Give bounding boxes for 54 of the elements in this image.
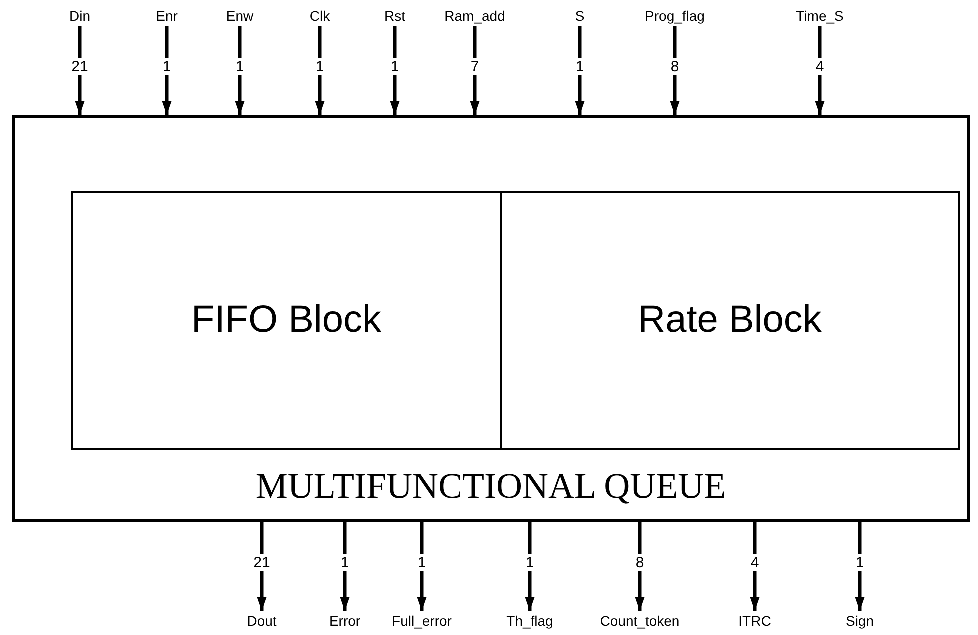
signal-name: Prog_flag bbox=[645, 8, 705, 24]
queue-box bbox=[12, 115, 970, 522]
arrow bbox=[750, 522, 760, 611]
block-label: Rate Block bbox=[638, 299, 822, 342]
arrow bbox=[670, 26, 680, 115]
edge-label: 1 bbox=[416, 554, 428, 571]
block-title: MULTIFUNCTIONAL QUEUE bbox=[256, 465, 726, 507]
arrow bbox=[315, 26, 325, 115]
edge-label: 1 bbox=[524, 554, 536, 571]
signal-name: Th_flag bbox=[506, 613, 554, 629]
edge-label: 1 bbox=[340, 554, 350, 571]
edge-label: 1 bbox=[234, 58, 246, 75]
arrow bbox=[257, 522, 267, 611]
signal-name: S bbox=[575, 8, 585, 24]
signal-name: Enr bbox=[156, 8, 178, 24]
edge-label: 7 bbox=[470, 58, 480, 75]
edge-label: 1 bbox=[574, 58, 586, 75]
signal-name: Sign bbox=[846, 613, 874, 629]
signal-name: ITRC bbox=[738, 613, 772, 629]
edge-label: 1 bbox=[854, 554, 866, 571]
edge-label: 8 bbox=[670, 58, 680, 75]
process-box bbox=[500, 191, 960, 450]
arrow bbox=[162, 26, 172, 115]
signal-name: Error bbox=[329, 613, 361, 629]
arrow bbox=[575, 26, 585, 115]
signal-name: Full_error bbox=[392, 613, 452, 629]
edge-label: 21 bbox=[70, 58, 90, 75]
signal-name: Time_S bbox=[796, 8, 844, 24]
arrow bbox=[390, 26, 400, 115]
edge-label: 4 bbox=[750, 554, 760, 571]
edge-label: 1 bbox=[162, 58, 172, 75]
arrow bbox=[75, 26, 85, 115]
arrow bbox=[815, 26, 825, 115]
signal-name: Rst bbox=[384, 8, 406, 24]
edge-label: 21 bbox=[252, 554, 272, 571]
edge-label: 1 bbox=[314, 58, 326, 75]
signal-name: Count_token bbox=[600, 613, 680, 629]
arrow bbox=[340, 522, 350, 611]
process-box bbox=[71, 191, 502, 450]
arrow bbox=[855, 522, 865, 611]
signal-name: Enw bbox=[226, 8, 254, 24]
arrow bbox=[470, 26, 480, 115]
edge-label: 8 bbox=[634, 554, 646, 571]
arrow bbox=[525, 522, 535, 611]
arrow bbox=[635, 522, 645, 611]
signal-name: Din bbox=[70, 8, 90, 24]
block-label: FIFO Block bbox=[191, 299, 382, 342]
signal-name: Dout bbox=[247, 613, 277, 629]
arrow bbox=[417, 522, 427, 611]
edge-label: 1 bbox=[390, 58, 400, 75]
edge-label: 4 bbox=[814, 58, 826, 75]
arrow bbox=[235, 26, 245, 115]
signal-name: Clk bbox=[310, 8, 330, 24]
signal-name: Ram_add bbox=[444, 8, 506, 24]
